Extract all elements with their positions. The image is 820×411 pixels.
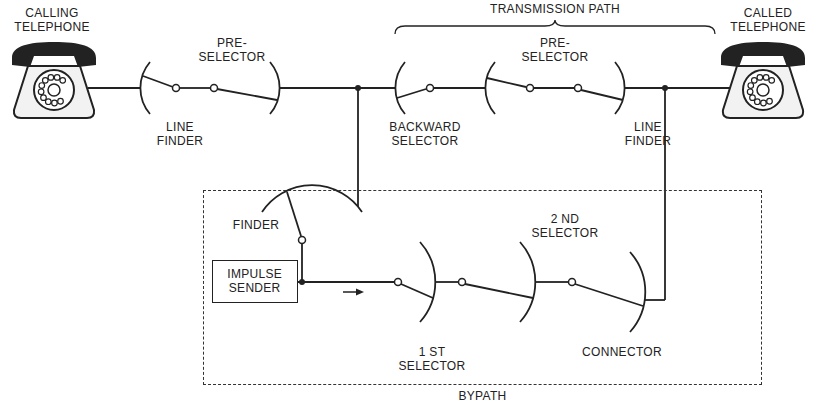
process-box: IMPULSE SENDER — [212, 260, 298, 303]
switch-label: FINDER — [228, 218, 284, 232]
switch-label: LINE FINDER — [152, 120, 208, 148]
wires — [88, 20, 730, 332]
called-telephone — [721, 42, 805, 118]
switch-label: BACKWARD SELECTOR — [380, 120, 470, 148]
region-label: BYPATH — [204, 389, 761, 403]
bypath-region: BYPATHIMPULSE SENDER — [203, 190, 762, 385]
switch-label: 1 ST SELECTOR — [397, 345, 467, 373]
path-label: TRANSMISSION PATH — [470, 2, 640, 16]
switch-label: CONNECTOR — [577, 345, 667, 359]
switch-label: LINE FINDER — [620, 120, 676, 148]
switch-label: PRE- SELECTOR — [520, 36, 590, 64]
device-label: CALLED TELEPHONE — [723, 6, 813, 34]
wiper-pivots — [173, 85, 582, 286]
box-text: IMPULSE SENDER — [219, 267, 291, 295]
device-label: CALLING TELEPHONE — [7, 6, 97, 34]
switch-label: 2 ND SELECTOR — [530, 212, 600, 240]
switch-label: PRE- SELECTOR — [197, 36, 267, 64]
calling-telephone — [12, 42, 96, 118]
